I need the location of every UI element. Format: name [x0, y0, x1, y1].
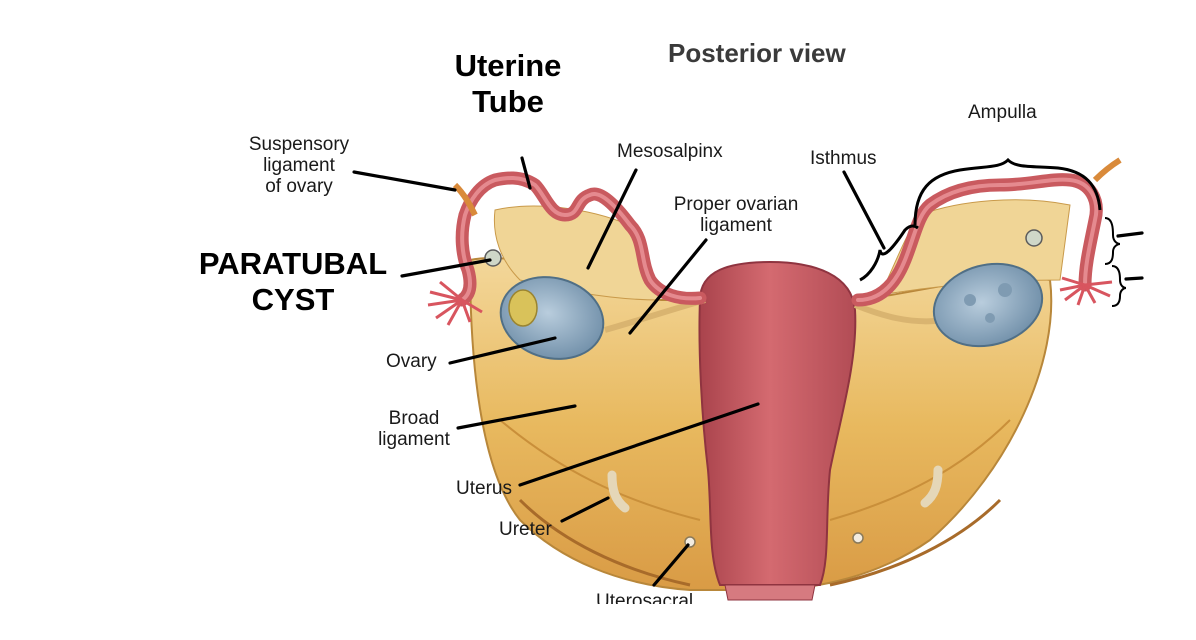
proper-ovarian-ligament-label: Proper ovarian ligament — [673, 194, 799, 236]
ampulla-label: Ampulla — [968, 102, 1037, 123]
leader-ureter — [560, 496, 610, 523]
uterine-tube-callout: Uterine Tube — [454, 48, 562, 119]
ovary-label: Ovary — [386, 351, 437, 372]
isthmus-label: Isthmus — [810, 148, 877, 169]
leader-right-2 — [1124, 276, 1144, 281]
page-title: Posterior view — [668, 38, 846, 68]
left-fimbriae — [427, 280, 483, 326]
ureter-label: Ureter — [499, 519, 552, 540]
leader-mesosalpinx — [586, 168, 638, 270]
leader-right-1 — [1116, 231, 1144, 238]
leader-lines — [352, 156, 1144, 587]
leader-isthmus — [842, 170, 886, 250]
leader-uterus — [518, 402, 760, 487]
mesosalpinx-left-shape — [493, 205, 661, 301]
isthmus-bracket — [859, 224, 919, 282]
right-small-bracket-2 — [1111, 265, 1127, 307]
right-fimbriae — [1059, 276, 1113, 306]
leader-suspensory — [352, 170, 457, 192]
broad-ligament-label: Broad ligament — [378, 408, 450, 450]
uterus-label: Uterus — [456, 478, 512, 499]
right-ureter-shape — [920, 465, 943, 508]
suspensory-ligament-label: Suspensory ligament of ovary — [248, 134, 350, 197]
ampulla-bracket — [913, 157, 1102, 226]
leader-ovary — [448, 336, 557, 365]
uterosacral-label: Uterosacral — [596, 591, 694, 604]
leader-uterosacral — [652, 543, 690, 587]
leader-uterine-tube — [520, 156, 532, 190]
left-ureter-shape — [607, 470, 630, 513]
left-paratubal-cyst-shape — [484, 249, 502, 267]
right-ovary-shape — [932, 262, 1044, 348]
right-small-bracket-1 — [1104, 217, 1121, 265]
paratubal-cyst-callout: PARATUBAL CYST — [198, 246, 388, 317]
uterus-shape — [698, 260, 857, 586]
mesosalpinx-label: Mesosalpinx — [617, 141, 723, 162]
leader-paratubal — [400, 258, 492, 278]
right-paratubal-cyst-shape — [1025, 229, 1043, 247]
leader-proper-ovarian — [628, 238, 708, 335]
leader-broad — [456, 404, 577, 430]
